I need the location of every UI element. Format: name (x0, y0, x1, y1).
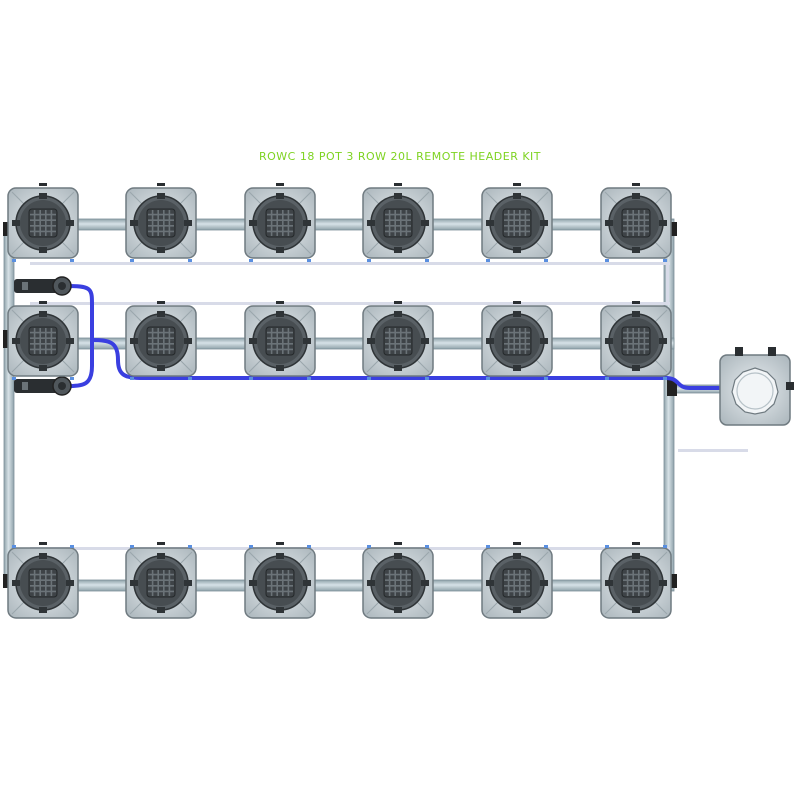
drip-line (30, 547, 670, 550)
pot-icon (125, 301, 197, 380)
pot-icon (481, 301, 553, 380)
pot-icon (600, 183, 672, 262)
pot-icon (125, 542, 197, 619)
pot-icon (244, 542, 316, 619)
pot-icon (362, 183, 434, 262)
hose-loop (69, 284, 94, 388)
filter-icon (14, 276, 72, 296)
tee-fitting (667, 380, 677, 396)
pot-icon (481, 183, 553, 262)
pot-icon (244, 301, 316, 380)
left-vertical-pipe (3, 224, 15, 586)
pot-icon (7, 301, 79, 380)
pot-icon (362, 542, 434, 619)
drip-line (666, 264, 669, 304)
elbow (671, 574, 677, 588)
pot-icon (362, 301, 434, 380)
pot-icon (7, 183, 79, 262)
elbow (3, 222, 9, 236)
pot-icon (244, 183, 316, 262)
header-tank-icon (719, 347, 794, 426)
pots-group (7, 183, 672, 619)
pot-icon (481, 542, 553, 619)
pot-icon (7, 542, 79, 619)
drip-lines (30, 262, 748, 550)
filter-icon (14, 376, 72, 396)
drip-line (30, 262, 670, 265)
drip-line (30, 302, 670, 305)
pot-icon (600, 301, 672, 380)
tee-fitting (3, 330, 9, 348)
pot-icon (125, 183, 197, 262)
elbow (3, 574, 9, 588)
main-feed-hose (91, 338, 722, 390)
pipework (3, 218, 725, 592)
row1-pipe (9, 218, 675, 231)
row3-pipe (9, 579, 675, 592)
diagram-title: ROWC 18 POT 3 ROW 20L REMOTE HEADER KIT (258, 150, 542, 163)
pot-icon (600, 542, 672, 619)
elbow (671, 222, 677, 236)
drip-line (678, 449, 748, 452)
